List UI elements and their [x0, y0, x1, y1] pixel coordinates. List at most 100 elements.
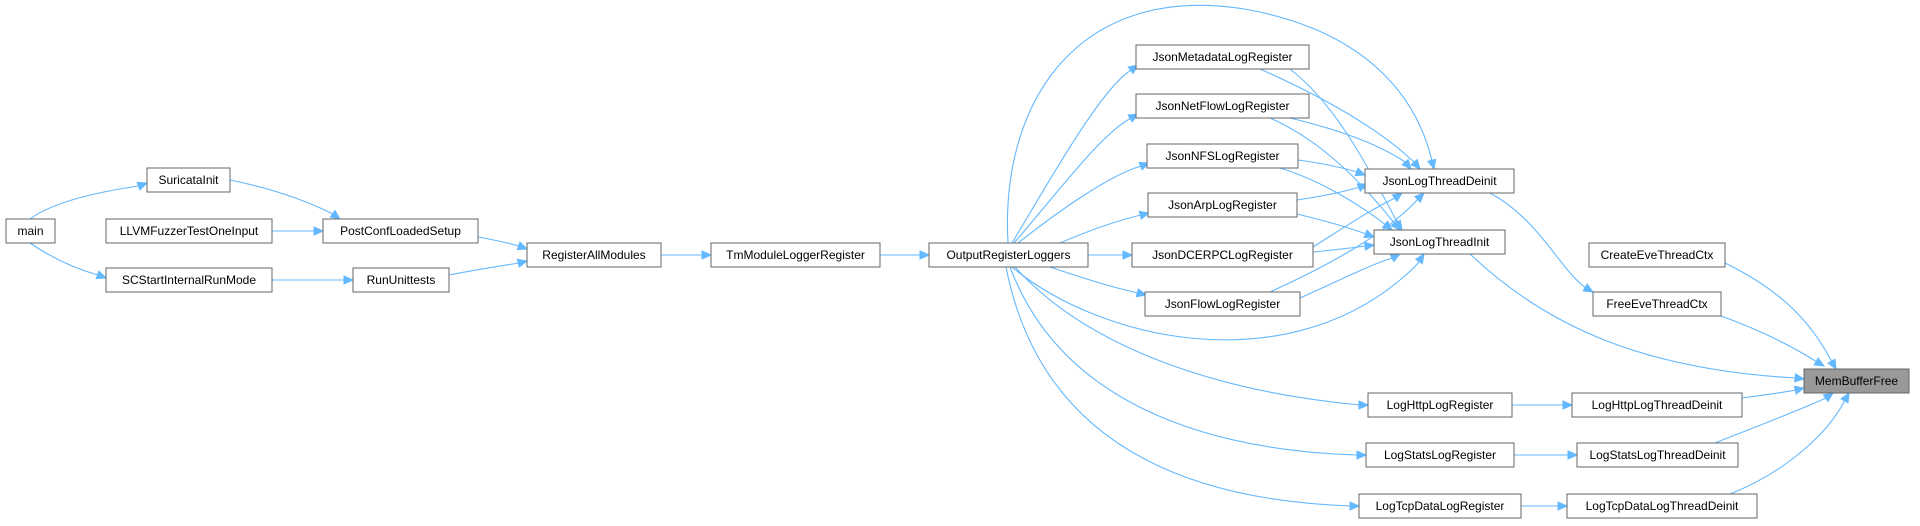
node-label: LogStatsLogRegister	[1384, 448, 1496, 462]
edge-arrowhead	[1827, 358, 1837, 371]
edge-line	[1469, 253, 1805, 380]
node-log-stats-log-thread-deinit[interactable]: LogStatsLogThreadDeinit	[1576, 442, 1739, 468]
edge-line	[1296, 213, 1375, 238]
edge-line	[1011, 64, 1139, 244]
edge-log-stats-reg-to-log-stats-deinit	[1514, 450, 1579, 460]
node-label: FreeEveThreadCtx	[1606, 297, 1707, 311]
node-label: main	[17, 224, 43, 238]
edge-arrowhead	[1138, 210, 1151, 220]
edge-run-unittests-to-register-all	[448, 258, 529, 276]
node-label: JsonNetFlowLogRegister	[1155, 99, 1289, 113]
edge-line	[1299, 253, 1401, 299]
edge-arrowhead	[1401, 158, 1412, 170]
node-log-http-log-thread-deinit[interactable]: LogHttpLogThreadDeinit	[1571, 392, 1743, 418]
edge-arrowhead	[1356, 450, 1368, 460]
edge-line	[1724, 262, 1837, 370]
edge-arrowhead	[701, 250, 713, 260]
edge-json-deinit-to-free-eve	[1489, 192, 1595, 293]
edge-json-netflow-to-json-deinit	[1289, 117, 1412, 170]
edge-log-http-deinit-to-mem-buffer-free	[1741, 385, 1806, 399]
node-label: LLVMFuzzerTestOneInput	[120, 224, 259, 238]
edge-line	[1011, 253, 1425, 341]
edge-arrowhead	[1813, 357, 1826, 367]
edge-post-conf-to-register-all	[477, 236, 529, 251]
node-label: RunUnittests	[367, 273, 436, 287]
edge-arrowhead	[1349, 501, 1361, 511]
edge-json-init-to-mem-buffer-free	[1469, 253, 1806, 383]
edge-arrowhead	[136, 181, 149, 191]
node-label: SCStartInternalRunMode	[122, 273, 256, 287]
node-json-flow-log-register[interactable]: JsonFlowLogRegister	[1144, 291, 1301, 317]
edge-output-register-to-json-dcerpc	[1088, 250, 1134, 260]
edge-arrowhead	[1562, 400, 1574, 410]
edge-arrowhead	[919, 250, 931, 260]
node-post-conf-loaded-setup[interactable]: PostConfLoadedSetup	[322, 218, 479, 244]
edge-arrowhead	[1427, 158, 1437, 171]
edge-line	[1729, 392, 1850, 495]
edge-arrowhead	[329, 209, 342, 220]
edge-arrowhead	[1122, 250, 1134, 260]
node-label: RegisterAllModules	[542, 248, 645, 262]
edge-line	[1006, 4, 1435, 244]
nodes-layer: main SuricataInit LLVMFuzzerTestOneInput…	[5, 44, 1910, 519]
edge-output-register-to-json-netflow	[1013, 113, 1140, 244]
node-log-tcp-data-log-thread-deinit[interactable]: LogTcpDataLogThreadDeinit	[1566, 493, 1758, 519]
edge-line	[1013, 113, 1139, 244]
edge-line	[1009, 266, 1366, 456]
node-label: PostConfLoadedSetup	[340, 224, 461, 238]
edge-log-stats-deinit-to-mem-buffer-free	[1714, 392, 1835, 444]
node-sc-start-internal-run-mode[interactable]: SCStartInternalRunMode	[105, 267, 273, 293]
node-suricata-init[interactable]: SuricataInit	[146, 167, 231, 193]
edge-arrowhead	[1840, 391, 1850, 404]
edge-arrowhead	[1413, 192, 1425, 204]
edge-arrowhead	[1582, 283, 1595, 293]
node-output-register-loggers[interactable]: OutputRegisterLoggers	[928, 242, 1089, 268]
node-label: MemBufferFree	[1815, 374, 1898, 388]
edge-arrowhead	[1354, 167, 1367, 177]
node-json-nfs-log-register[interactable]: JsonNFSLogRegister	[1146, 143, 1299, 169]
edge-output-register-to-log-tcp-reg	[1005, 266, 1361, 511]
node-log-stats-log-register[interactable]: LogStatsLogRegister	[1365, 442, 1515, 468]
node-label: OutputRegisterLoggers	[946, 248, 1070, 262]
node-label: LogTcpDataLogRegister	[1376, 499, 1505, 513]
edge-line	[29, 242, 107, 279]
node-run-unittests[interactable]: RunUnittests	[352, 267, 450, 293]
node-free-eve-thread-ctx[interactable]: FreeEveThreadCtx	[1592, 291, 1722, 317]
edge-line	[1017, 162, 1150, 244]
edge-line	[1059, 212, 1150, 244]
node-json-log-thread-init[interactable]: JsonLogThreadInit	[1373, 229, 1506, 255]
node-json-arp-log-register[interactable]: JsonArpLogRegister	[1147, 192, 1298, 218]
node-log-http-log-register[interactable]: LogHttpLogRegister	[1367, 392, 1513, 418]
edge-output-register-to-json-arp	[1059, 210, 1151, 244]
node-label: JsonArpLogRegister	[1168, 198, 1277, 212]
node-json-dcerpc-log-register[interactable]: JsonDCERPCLogRegister	[1131, 242, 1314, 268]
edge-line	[1269, 117, 1401, 231]
edge-arrowhead	[1793, 385, 1806, 395]
node-label: SuricataInit	[158, 173, 219, 187]
node-log-tcp-data-log-register[interactable]: LogTcpDataLogRegister	[1358, 493, 1522, 519]
node-label: JsonDCERPCLogRegister	[1152, 248, 1293, 262]
edge-line	[1720, 315, 1825, 367]
edge-line	[1714, 392, 1834, 444]
edge-line	[1289, 68, 1403, 231]
node-mem-buffer-free[interactable]: MemBufferFree	[1803, 368, 1910, 394]
edge-json-arp-to-json-init	[1296, 213, 1376, 239]
edge-line	[1014, 266, 1368, 406]
node-json-log-thread-deinit[interactable]: JsonLogThreadDeinit	[1364, 168, 1515, 194]
edge-line	[448, 260, 528, 276]
edge-main-to-sc-start	[29, 242, 108, 280]
edge-free-eve-to-mem-buffer-free	[1720, 315, 1826, 367]
node-json-metadata-log-register[interactable]: JsonMetadataLogRegister	[1135, 44, 1310, 70]
edge-arrowhead	[1567, 450, 1579, 460]
edge-line	[1297, 159, 1366, 176]
node-register-all-modules[interactable]: RegisterAllModules	[526, 242, 662, 268]
node-create-eve-thread-ctx[interactable]: CreateEveThreadCtx	[1588, 242, 1726, 268]
node-tm-module-logger-register[interactable]: TmModuleLoggerRegister	[710, 242, 881, 268]
edge-arrowhead	[1391, 192, 1404, 203]
node-main[interactable]: main	[5, 218, 56, 244]
edge-llvm-fuzzer-to-post-conf	[272, 226, 325, 236]
node-json-netflow-log-register[interactable]: JsonNetFlowLogRegister	[1135, 93, 1310, 119]
edge-output-register-to-json-init	[1011, 252, 1425, 341]
edge-line	[1005, 266, 1359, 507]
node-llvm-fuzzer[interactable]: LLVMFuzzerTestOneInput	[105, 218, 273, 244]
